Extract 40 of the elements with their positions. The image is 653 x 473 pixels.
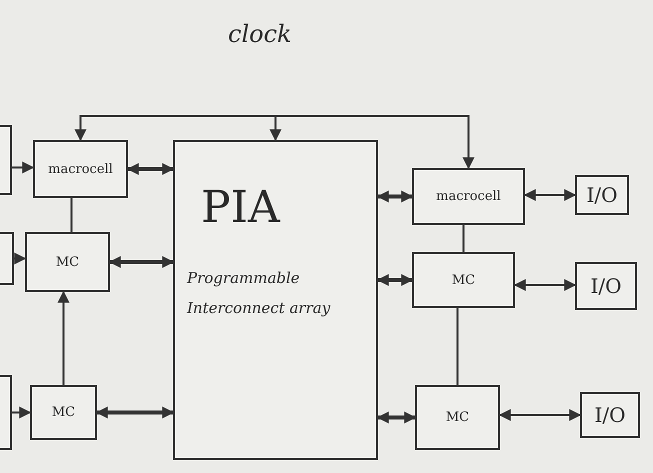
clock-arrow [270, 115, 285, 142]
connector-arrow [376, 190, 414, 202]
connector-arrow [108, 256, 174, 268]
bus-label: clock [228, 20, 292, 48]
block-label: MC [452, 272, 476, 288]
block-box [580, 392, 640, 438]
connector-arrow [12, 162, 34, 174]
connector-arrow [126, 163, 174, 175]
block-box [30, 385, 97, 440]
partial-box [0, 125, 12, 195]
block-label: macrocell [436, 189, 501, 204]
block-title: PIA [201, 182, 280, 233]
block-label: MC [446, 410, 470, 425]
clock-arrow [285, 115, 474, 170]
connector-arrow [58, 290, 70, 385]
block-box [415, 385, 500, 450]
block-label: I/O [586, 183, 618, 207]
block-box [412, 252, 515, 308]
block-label: MC [52, 405, 76, 420]
partial-box [0, 375, 12, 450]
block-label: I/O [590, 274, 622, 298]
connector-arrow [524, 189, 576, 201]
connector-arrow [376, 412, 416, 424]
connector-arrow [12, 406, 32, 418]
partial-box [0, 232, 14, 285]
connector-arrow [376, 274, 414, 286]
connector-arrow [514, 279, 576, 291]
block-box [25, 232, 110, 292]
block-box [575, 175, 629, 215]
block-box [575, 262, 637, 310]
block-box [33, 140, 128, 198]
connector-arrow [14, 252, 26, 264]
connector-arrow [498, 409, 582, 421]
block-label: MC [56, 254, 80, 270]
block-box [412, 168, 525, 225]
block-description: Programmable Interconnect array [187, 268, 332, 319]
connector-arrow [96, 406, 174, 418]
block-label: macrocell [48, 162, 113, 176]
block-box [173, 140, 378, 460]
block-label: I/O [594, 403, 626, 427]
